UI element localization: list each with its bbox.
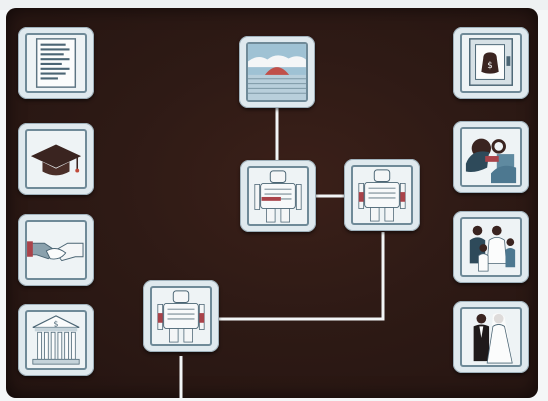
- tile-business-deal[interactable]: [18, 214, 94, 286]
- robot-body-icon: [249, 168, 307, 224]
- tile-arrest[interactable]: [453, 121, 529, 193]
- svg-text:$: $: [487, 61, 493, 71]
- tile-education[interactable]: [18, 123, 94, 195]
- wedding-couple-icon: [462, 309, 520, 365]
- game-screen: $: [6, 8, 538, 398]
- handcuffs-arrest-icon: [462, 129, 520, 185]
- connector-robot-to-lower-robot: [219, 232, 383, 319]
- robot-body-icon: [353, 167, 411, 223]
- handshake-icon: [27, 222, 85, 278]
- sunrise-landscape-icon: [248, 44, 306, 100]
- tile-bank[interactable]: $: [18, 304, 94, 376]
- tile-robot-right[interactable]: [344, 159, 420, 231]
- tile-money-safe[interactable]: $: [453, 27, 529, 99]
- graduation-cap-icon: [27, 131, 85, 187]
- robot-body-icon: [152, 288, 210, 344]
- tile-wedding[interactable]: [453, 301, 529, 373]
- tile-document[interactable]: [18, 27, 94, 99]
- bank-building-icon: $: [27, 312, 85, 368]
- tile-robot-center[interactable]: [240, 160, 316, 232]
- family-icon: [462, 219, 520, 275]
- tile-family[interactable]: [453, 211, 529, 283]
- tile-robot-lower[interactable]: [143, 280, 219, 352]
- tile-sunrise[interactable]: [239, 36, 315, 108]
- document-list-icon: [27, 35, 85, 91]
- svg-text:$: $: [54, 319, 59, 328]
- money-safe-icon: $: [462, 35, 520, 91]
